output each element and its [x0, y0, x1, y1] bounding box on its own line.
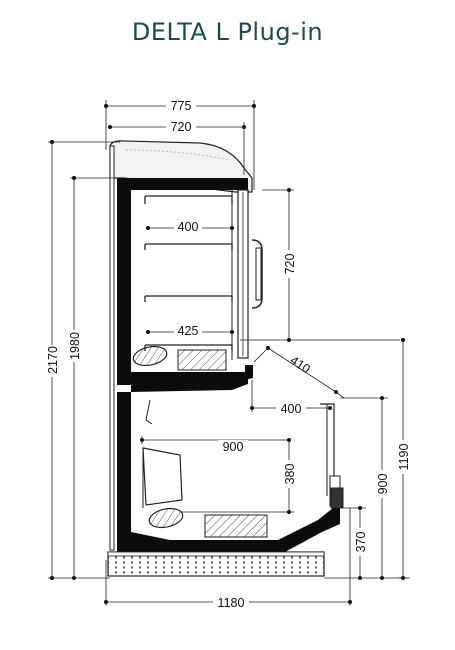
dim-interior-height: 1980 — [68, 332, 82, 360]
lower-fan — [148, 507, 184, 529]
lower-front — [320, 403, 344, 509]
dim-front-lower-height: 900 — [376, 474, 390, 495]
dimension-ticks — [50, 104, 405, 604]
dim-opening-depth: 400 — [281, 402, 302, 416]
lower-insulation — [117, 392, 340, 552]
middle-floor — [131, 372, 248, 392]
dim-upper-shelf-depth: 400 — [178, 220, 199, 234]
dim-well-height: 380 — [283, 464, 297, 485]
dim-lower-shelf-depth: 425 — [178, 324, 199, 338]
dim-door-height: 720 — [283, 254, 297, 275]
dimension-labels: 775 720 2170 1980 400 425 720 410 400 90… — [45, 98, 411, 610]
glass-door — [237, 189, 263, 359]
upper-evaporator — [177, 349, 227, 371]
dim-canopy-diagonal: 410 — [288, 353, 313, 376]
cabinet-body — [107, 140, 344, 577]
dim-well-depth: 900 — [223, 440, 244, 454]
lower-evaporator — [204, 514, 268, 538]
dim-total-depth: 1180 — [218, 596, 245, 610]
lower-well — [142, 447, 183, 506]
door-handle — [251, 239, 263, 309]
dim-front-height: 1190 — [397, 444, 411, 471]
back-wall-outer — [109, 145, 115, 551]
dim-base-height: 370 — [354, 532, 368, 553]
page-title: DELTA L Plug-in — [131, 18, 324, 46]
dim-top-overall-width: 775 — [171, 99, 192, 113]
dim-total-height: 2170 — [46, 346, 60, 374]
upper-shelves — [144, 190, 233, 360]
upper-fan — [132, 345, 168, 367]
upper-insulation — [117, 178, 253, 385]
dim-top-inner-width: 720 — [171, 120, 192, 134]
